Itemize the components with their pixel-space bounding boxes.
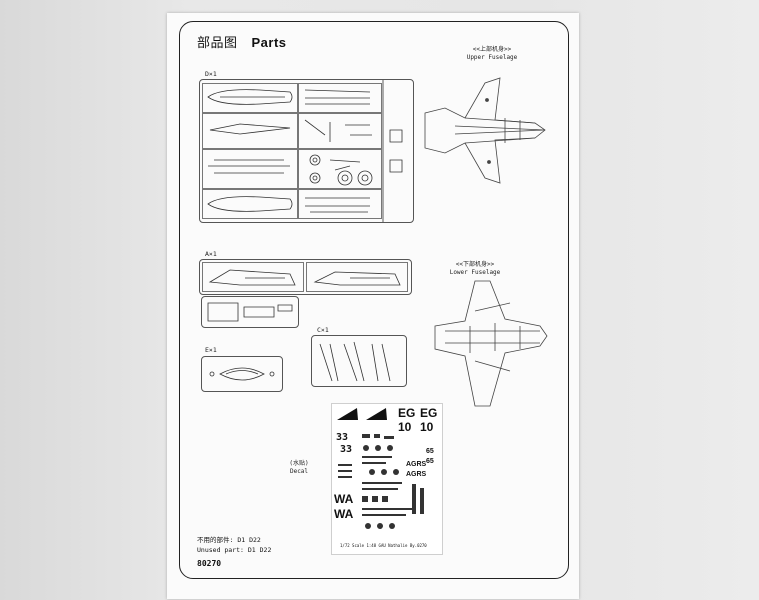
sprue-c-label: C×1 — [317, 326, 329, 334]
decal-small-markings — [338, 434, 424, 529]
decal-footer: 1/72 Scale 1:48 GAU Nathalie By.0270 — [340, 543, 427, 548]
decal-label-cn: (水贴) — [289, 460, 309, 467]
decal-sheet: EG EG 10 10 33 33 AGRS AGRS 65 65 WA WA — [331, 403, 443, 555]
decal-33-2: 33 — [340, 444, 353, 455]
decal-label-en: Decal — [289, 468, 309, 475]
sprue-d-parts — [207, 80, 403, 222]
lower-fuselage-label-cn: <<下部机身>> — [455, 261, 495, 268]
sprue-d — [199, 79, 414, 223]
upper-fuselage-label-en: Upper Fuselage — [466, 54, 518, 61]
sprue-e — [201, 356, 283, 392]
lower-fuselage-caption: <<下部机身>> Lower Fuselage — [435, 261, 515, 277]
sprue-d-label: D×1 — [205, 70, 217, 78]
upper-fuselage-label-cn: <<上部机身>> — [472, 46, 512, 53]
sheet-frame — [179, 21, 569, 579]
decal-agrs-2: AGRS — [406, 471, 427, 478]
decal-wa-1: WA — [334, 492, 354, 506]
decal-agrs-1: AGRS — [406, 461, 427, 468]
sprue-c — [311, 335, 407, 387]
decal-id-1: 10 — [398, 420, 412, 434]
decal-eg-2: EG — [420, 406, 438, 420]
title-chinese: 部品图 — [197, 36, 238, 51]
decal-id-2: 10 — [420, 420, 434, 434]
sprue-a — [199, 259, 412, 295]
unused-parts-cn: 不用的部件: D1 D22 — [197, 536, 261, 544]
page-title: 部品图 Parts — [197, 32, 287, 51]
upper-fuselage-caption: <<上部机身>> Upper Fuselage — [452, 46, 532, 62]
decal-33-1: 33 — [336, 432, 349, 443]
lower-fuselage-label-en: Lower Fuselage — [449, 269, 501, 276]
sprue-a-lower — [201, 296, 299, 328]
instruction-sheet: 部品图 Parts D×1 — [167, 13, 579, 599]
unused-parts-en: Unused part: D1 D22 — [197, 546, 272, 554]
sprue-e-label: E×1 — [205, 346, 217, 354]
decal-65-2: 65 — [426, 458, 434, 465]
sprue-a-label: A×1 — [205, 250, 217, 258]
decal-shark-emblems — [337, 408, 387, 420]
decal-65-1: 65 — [426, 448, 434, 455]
title-english: Parts — [251, 35, 287, 50]
decal-eg-1: EG — [398, 406, 416, 420]
decal-caption: (水贴) Decal — [279, 460, 319, 476]
lower-fuselage-drawing — [434, 280, 548, 407]
decal-wa-2: WA — [334, 507, 354, 521]
upper-fuselage-drawing — [424, 77, 546, 184]
product-code: 80270 — [197, 559, 222, 568]
